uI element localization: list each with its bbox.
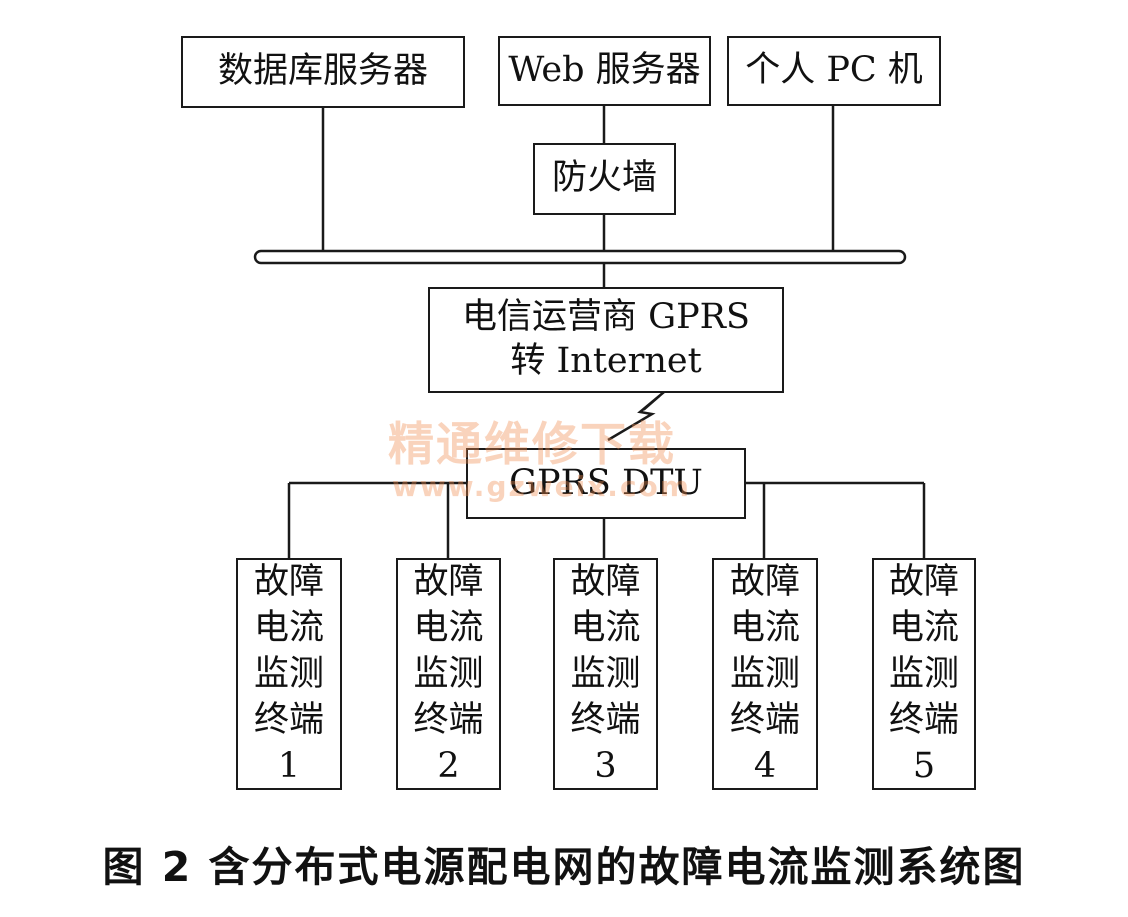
- terminal-2-line4: 终端: [413, 700, 484, 741]
- wireless-link-icon-inner: [643, 395, 661, 411]
- terminal-2-line1: 故障: [413, 561, 484, 602]
- terminal-5-line4: 终端: [888, 700, 959, 741]
- terminal-3-line2: 电流: [570, 607, 641, 648]
- terminal-4-line1: 故障: [729, 561, 800, 602]
- terminal-5-number: 5: [912, 746, 936, 787]
- terminal-1-number: 1: [277, 746, 301, 787]
- terminal-2-line2: 电流: [413, 607, 484, 648]
- terminal-1-line3: 监测: [253, 653, 324, 694]
- terminal-3-line4: 终端: [570, 700, 641, 741]
- gprs-dtu-label: GPRS DTU: [509, 462, 703, 503]
- db-server-label: 数据库服务器: [217, 51, 428, 92]
- terminal-3-line1: 故障: [570, 561, 641, 602]
- network-bus: [253, 249, 907, 265]
- terminal-5-line1: 故障: [888, 561, 959, 602]
- firewall-label: 防火墙: [551, 158, 657, 199]
- terminal-2-number: 2: [437, 746, 460, 787]
- terminal-4-line3: 监测: [729, 653, 800, 694]
- terminal-4-number: 4: [753, 746, 777, 787]
- gprs-gateway-node: 电信运营商 GPRS 转 Internet: [428, 287, 784, 393]
- gprs-gateway-line2: 转 Internet: [510, 341, 702, 381]
- terminal-1-line2: 电流: [253, 607, 324, 648]
- gprs-gateway-line1: 电信运营商 GPRS: [462, 297, 750, 338]
- terminal-node-4: 故障 电流 监测 终端 4: [712, 558, 818, 790]
- terminal-5-line3: 监测: [888, 653, 959, 694]
- web-server-node: Web 服务器: [498, 36, 711, 106]
- terminal-1-line4: 终端: [253, 700, 324, 741]
- terminal-node-5: 故障 电流 监测 终端 5: [872, 558, 976, 790]
- terminal-node-3: 故障 电流 监测 终端 3: [553, 558, 658, 790]
- wireless-link-icon: [607, 391, 665, 442]
- db-server-node: 数据库服务器: [181, 36, 465, 108]
- web-server-label: Web 服务器: [508, 50, 701, 91]
- terminal-5-line2: 电流: [888, 607, 959, 648]
- gprs-dtu-node: GPRS DTU: [466, 448, 746, 519]
- pc-label: 个人 PC 机: [745, 50, 923, 91]
- terminal-3-line3: 监测: [570, 653, 641, 694]
- terminal-2-line3: 监测: [413, 653, 484, 694]
- terminal-3-number: 3: [594, 746, 617, 787]
- terminal-4-line2: 电流: [729, 607, 800, 648]
- terminal-4-line4: 终端: [729, 700, 800, 741]
- terminal-node-1: 故障 电流 监测 终端 1: [236, 558, 342, 790]
- pc-node: 个人 PC 机: [727, 36, 941, 106]
- firewall-node: 防火墙: [533, 143, 676, 215]
- terminal-1-line1: 故障: [253, 561, 324, 602]
- figure-caption: 图 2 含分布式电源配电网的故障电流监测系统图: [102, 843, 1026, 891]
- terminal-node-2: 故障 电流 监测 终端 2: [396, 558, 501, 790]
